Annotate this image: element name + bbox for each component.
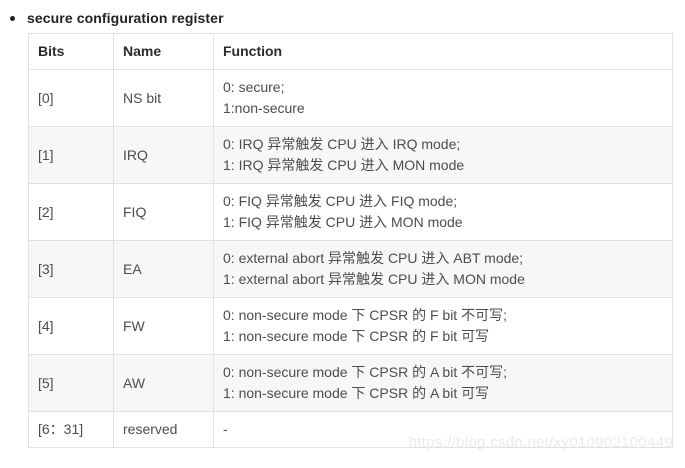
name-cell: EA <box>113 240 214 298</box>
name-cell: FW <box>113 297 214 355</box>
function-line: 0: non-secure mode 下 CPSR 的 F bit 不可写; <box>223 307 507 323</box>
function-line: 0: secure; <box>223 79 285 95</box>
bits-cell: [3] <box>28 240 114 298</box>
function-line: 1: IRQ 异常触发 CPU 进入 MON mode <box>223 157 465 173</box>
function-cell: - <box>213 411 673 448</box>
name-cell: FIQ <box>113 183 214 241</box>
header-function: Function <box>213 33 673 70</box>
register-table: Bits Name Function [0]NS bit 0: secure; 1:… <box>28 33 673 448</box>
name-cell: IRQ <box>113 126 214 184</box>
table-header-row: Bits Name Function <box>28 33 673 70</box>
table-row: [0]NS bit 0: secure; 1:non-secure <box>28 69 673 127</box>
bits-cell: [2] <box>28 183 114 241</box>
function-cell: 0: non-secure mode 下 CPSR 的 A bit 不可写; 1:… <box>213 354 673 412</box>
section-title-row: secure configuration register <box>0 0 685 33</box>
function-line: 1: non-secure mode 下 CPSR 的 A bit 可写 <box>223 385 490 401</box>
function-line: 0: non-secure mode 下 CPSR 的 A bit 不可写; <box>223 364 507 380</box>
function-cell: 0: external abort 异常触发 CPU 进入 ABT mode; 1… <box>213 240 673 298</box>
function-cell: 0: IRQ 异常触发 CPU 进入 IRQ mode; 1: IRQ 异常触发 … <box>213 126 673 184</box>
bits-cell: [5] <box>28 354 114 412</box>
function-line: 1: non-secure mode 下 CPSR 的 F bit 可写 <box>223 328 490 344</box>
function-line: 0: external abort 异常触发 CPU 进入 ABT mode; <box>223 250 524 266</box>
function-line: 0: IRQ 异常触发 CPU 进入 IRQ mode; <box>223 136 461 152</box>
table-row: [6：31]reserved- <box>28 411 673 448</box>
function-line: 0: FIQ 异常触发 CPU 进入 FIQ mode; <box>223 193 458 209</box>
function-line: 1: external abort 异常触发 CPU 进入 MON mode <box>223 271 525 287</box>
bits-cell: [4] <box>28 297 114 355</box>
name-cell: AW <box>113 354 214 412</box>
function-line: - <box>223 421 228 437</box>
function-cell: 0: FIQ 异常触发 CPU 进入 FIQ mode; 1: FIQ 异常触发 … <box>213 183 673 241</box>
bits-cell: [0] <box>28 69 114 127</box>
function-line: 1:non-secure <box>223 100 305 116</box>
table-row: [2]FIQ 0: FIQ 异常触发 CPU 进入 FIQ mode; 1: FIQ… <box>28 183 673 241</box>
bits-cell: [6：31] <box>28 411 114 448</box>
name-cell: reserved <box>113 411 214 448</box>
header-bits: Bits <box>28 33 114 70</box>
table-row: [1]IRQ 0: IRQ 异常触发 CPU 进入 IRQ mode; 1: IRQ… <box>28 126 673 184</box>
bits-cell: [1] <box>28 126 114 184</box>
name-cell: NS bit <box>113 69 214 127</box>
function-cell: 0: secure; 1:non-secure <box>213 69 673 127</box>
function-cell: 0: non-secure mode 下 CPSR 的 F bit 不可写; 1:… <box>213 297 673 355</box>
header-name: Name <box>113 33 214 70</box>
function-line: 1: FIQ 异常触发 CPU 进入 MON mode <box>223 214 463 230</box>
bullet-icon <box>10 15 15 21</box>
page-title: secure configuration register <box>27 10 224 26</box>
